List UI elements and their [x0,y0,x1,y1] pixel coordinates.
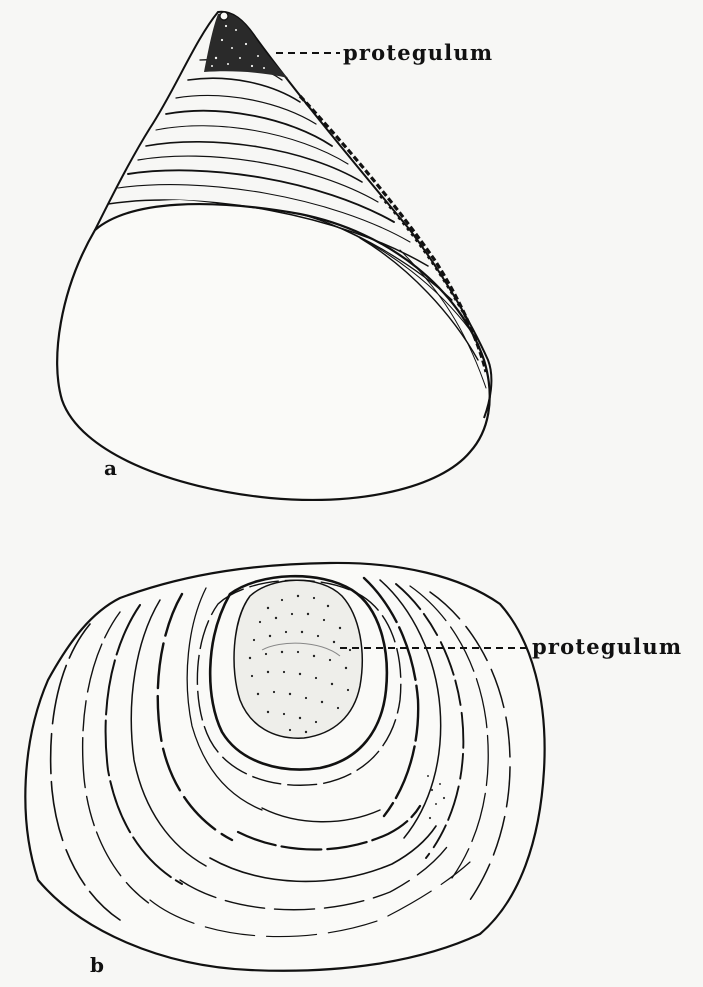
shell-a-aperture [57,204,490,500]
protegulum-label-b: protegulum [532,636,682,657]
shell-b-protegulum [234,580,362,738]
shell-a-protegulum [204,13,288,78]
panel-letter-a: a [104,458,117,478]
shell-a-drawing [0,0,703,520]
protegulum-label-a: protegulum [343,42,493,63]
panel-letter-b: b [90,955,104,975]
shell-b-outline [25,563,544,971]
